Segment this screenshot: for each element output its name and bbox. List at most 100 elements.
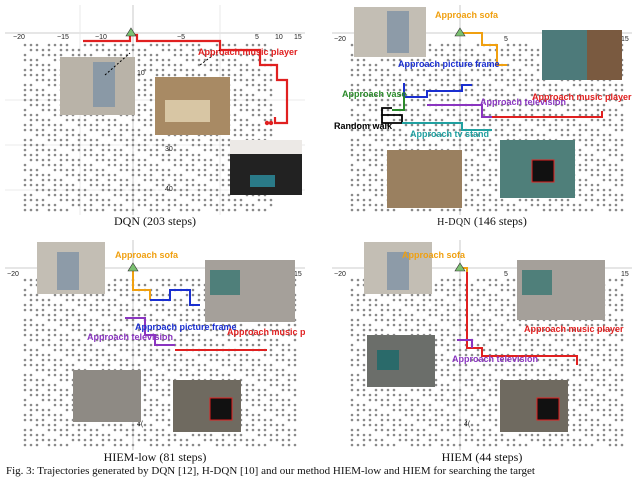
grid-dot bbox=[422, 113, 426, 117]
grid-dot bbox=[458, 308, 462, 312]
grid-dot bbox=[167, 443, 171, 447]
grid-dot bbox=[41, 433, 45, 437]
grid-dot bbox=[416, 293, 420, 297]
grid-dot bbox=[422, 433, 426, 437]
grid-dot bbox=[494, 98, 498, 102]
grid-dot bbox=[269, 78, 273, 82]
grid-dot bbox=[608, 193, 612, 197]
grid-dot bbox=[488, 348, 492, 352]
grid-dot bbox=[161, 153, 165, 157]
grid-dot bbox=[179, 203, 183, 207]
grid-dot bbox=[47, 343, 51, 347]
grid-dot bbox=[494, 293, 498, 297]
grid-dot bbox=[71, 158, 75, 162]
grid-dot bbox=[185, 138, 189, 142]
grid-dot bbox=[239, 198, 243, 202]
grid-dot bbox=[602, 433, 606, 437]
grid-dot bbox=[368, 398, 372, 402]
grid-dot bbox=[191, 358, 195, 362]
grid-dot bbox=[368, 63, 372, 67]
grid-dot bbox=[542, 358, 546, 362]
tick-y-2: 30 bbox=[165, 146, 173, 153]
grid-dot bbox=[608, 368, 612, 372]
grid-dot bbox=[518, 363, 522, 367]
grid-dot bbox=[203, 368, 207, 372]
grid-dot bbox=[41, 93, 45, 97]
grid-dot bbox=[275, 398, 279, 402]
grid-dot bbox=[368, 93, 372, 97]
grid-dot bbox=[464, 173, 468, 177]
grid-dot bbox=[125, 128, 129, 132]
grid-dot bbox=[65, 293, 69, 297]
grid-dot bbox=[209, 178, 213, 182]
grid-dot bbox=[362, 103, 366, 107]
grid-dot bbox=[149, 68, 153, 72]
grid-dot bbox=[398, 403, 402, 407]
grid-dot bbox=[452, 43, 456, 47]
grid-dot bbox=[65, 153, 69, 157]
grid-dot bbox=[203, 73, 207, 77]
grid-dot bbox=[386, 143, 390, 147]
grid-dot bbox=[203, 183, 207, 187]
grid-dot bbox=[59, 168, 63, 172]
grid-dot bbox=[95, 348, 99, 352]
grid-dot bbox=[77, 423, 81, 427]
grid-dot bbox=[215, 163, 219, 167]
grid-dot bbox=[476, 148, 480, 152]
grid-dot bbox=[506, 123, 510, 127]
grid-dot bbox=[488, 103, 492, 107]
grid-dot bbox=[107, 173, 111, 177]
grid-dot bbox=[185, 183, 189, 187]
grid-dot bbox=[578, 343, 582, 347]
grid-dot bbox=[470, 163, 474, 167]
grid-dot bbox=[275, 328, 279, 332]
grid-dot bbox=[263, 378, 267, 382]
grid-dot bbox=[251, 428, 255, 432]
grid-dot bbox=[137, 183, 141, 187]
grid-dot bbox=[47, 83, 51, 87]
grid-dot bbox=[179, 163, 183, 167]
grid-dot bbox=[608, 108, 612, 112]
grid-dot bbox=[452, 58, 456, 62]
grid-dot bbox=[263, 103, 267, 107]
grid-dot bbox=[227, 143, 231, 147]
grid-dot bbox=[536, 438, 540, 442]
grid-dot bbox=[548, 203, 552, 207]
grid-dot bbox=[380, 83, 384, 87]
grid-dot bbox=[350, 333, 354, 337]
panel-hiem-low: −20 15 4( Approach sofa Approach picture… bbox=[5, 240, 305, 450]
grid-dot bbox=[536, 118, 540, 122]
grid-dot bbox=[590, 103, 594, 107]
grid-dot bbox=[566, 118, 570, 122]
grid-dot bbox=[71, 48, 75, 52]
grid-dot bbox=[422, 63, 426, 67]
grid-dot bbox=[620, 323, 624, 327]
grid-dot bbox=[464, 183, 468, 187]
grid-dot bbox=[149, 318, 153, 322]
grid-dot bbox=[257, 428, 261, 432]
grid-dot bbox=[488, 283, 492, 287]
scene-thumbnails bbox=[37, 242, 295, 432]
grid-dot bbox=[233, 63, 237, 67]
grid-dot bbox=[179, 43, 183, 47]
grid-dot bbox=[47, 68, 51, 72]
grid-dot bbox=[65, 158, 69, 162]
grid-dot bbox=[203, 363, 207, 367]
grid-dot bbox=[95, 358, 99, 362]
grid-dot bbox=[179, 368, 183, 372]
grid-dot bbox=[65, 198, 69, 202]
grid-dot bbox=[29, 338, 33, 342]
grid-dot bbox=[362, 203, 366, 207]
grid-dot bbox=[83, 313, 87, 317]
grid-dot bbox=[47, 173, 51, 177]
grid-dot bbox=[374, 188, 378, 192]
grid-dot bbox=[482, 73, 486, 77]
grid-dot bbox=[584, 393, 588, 397]
grid-dot bbox=[536, 103, 540, 107]
grid-dot bbox=[350, 433, 354, 437]
grid-dot bbox=[251, 368, 255, 372]
grid-dot bbox=[422, 318, 426, 322]
grid-dot bbox=[614, 128, 618, 132]
grid-dot bbox=[470, 383, 474, 387]
grid-dot bbox=[350, 198, 354, 202]
